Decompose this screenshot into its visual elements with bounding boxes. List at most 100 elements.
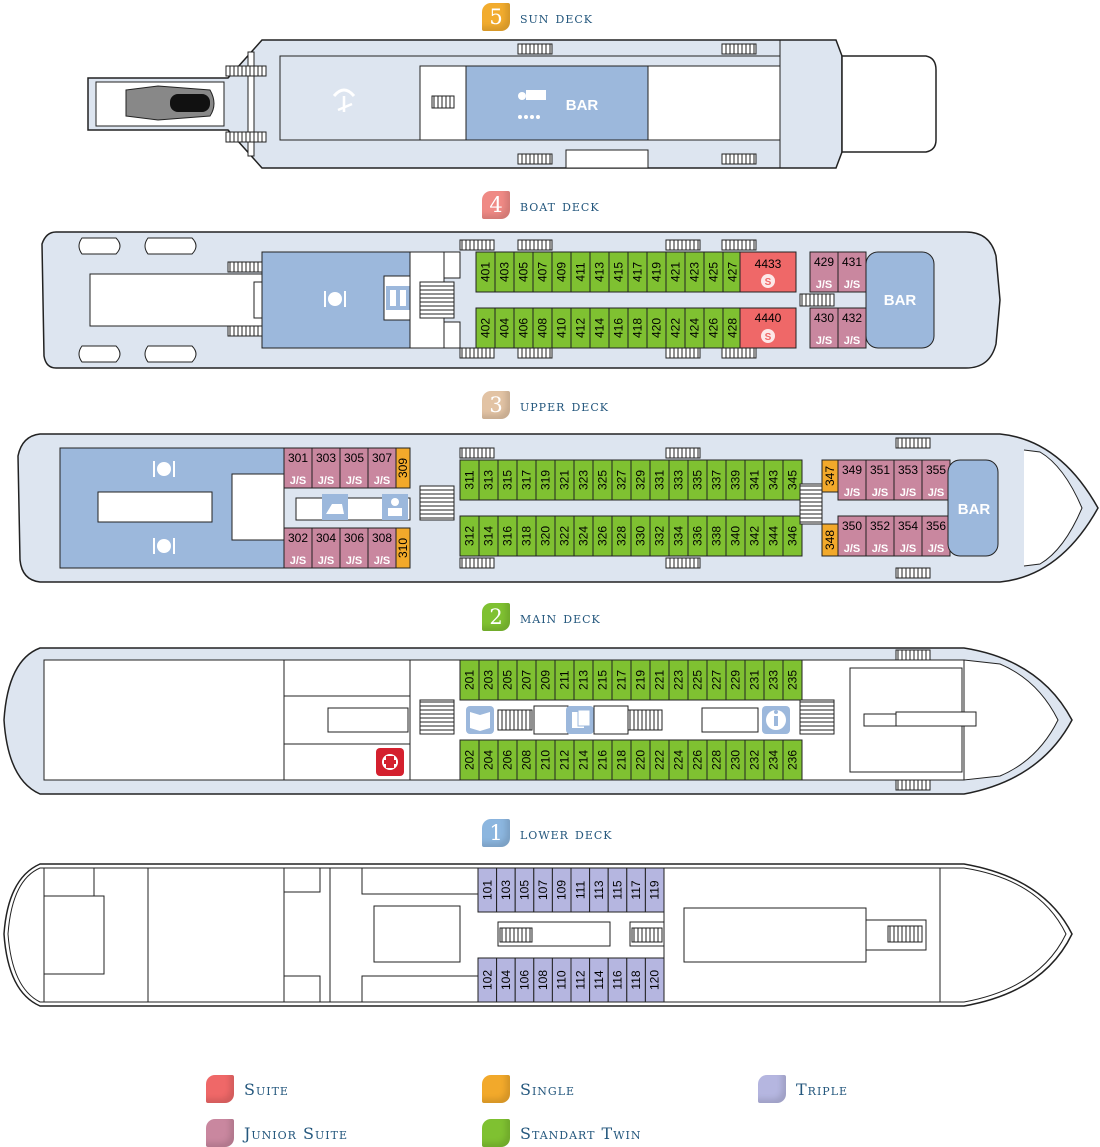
cabin-112[interactable]: 112 — [570, 957, 591, 1003]
cabin-330[interactable]: 330 — [630, 515, 651, 557]
cabin-401[interactable]: 401 — [475, 251, 496, 293]
cabin-317[interactable]: 317 — [516, 459, 537, 501]
cabin-337[interactable]: 337 — [706, 459, 727, 501]
cabin-116[interactable]: 116 — [607, 957, 628, 1003]
cabin-322[interactable]: 322 — [554, 515, 575, 557]
cabin-405[interactable]: 405 — [513, 251, 534, 293]
cabin-415[interactable]: 415 — [608, 251, 629, 293]
cabin-115[interactable]: 115 — [607, 867, 628, 913]
cabin-343[interactable]: 343 — [763, 459, 784, 501]
cabin-315[interactable]: 315 — [497, 459, 518, 501]
cabin-423[interactable]: 423 — [684, 251, 705, 293]
cabin-228[interactable]: 228 — [706, 739, 727, 781]
cabin-332[interactable]: 332 — [649, 515, 670, 557]
cabin-232[interactable]: 232 — [744, 739, 765, 781]
cabin-334[interactable]: 334 — [668, 515, 689, 557]
cabin-212[interactable]: 212 — [554, 739, 575, 781]
cabin-117[interactable]: 117 — [626, 867, 646, 913]
cabin-234[interactable]: 234 — [763, 739, 784, 781]
cabin-109[interactable]: 109 — [551, 867, 572, 913]
cabin-427[interactable]: 427 — [722, 251, 743, 293]
cabin-201[interactable]: 201 — [459, 659, 480, 701]
cabin-213[interactable]: 213 — [573, 659, 594, 701]
cabin-412[interactable]: 412 — [570, 307, 591, 349]
cabin-220[interactable]: 220 — [630, 739, 651, 781]
cabin-335[interactable]: 335 — [687, 459, 708, 501]
cabin-342[interactable]: 342 — [744, 515, 765, 557]
cabin-333[interactable]: 333 — [668, 459, 689, 501]
cabin-312[interactable]: 312 — [459, 515, 480, 557]
cabin-110[interactable]: 110 — [551, 957, 572, 1003]
cabin-113[interactable]: 113 — [589, 867, 609, 913]
cabin-229[interactable]: 229 — [725, 659, 746, 701]
cabin-402[interactable]: 402 — [475, 307, 496, 349]
cabin-406[interactable]: 406 — [513, 307, 534, 349]
cabin-341[interactable]: 341 — [744, 459, 765, 501]
cabin-314[interactable]: 314 — [478, 515, 499, 557]
cabin-104[interactable]: 104 — [496, 957, 516, 1003]
cabin-101[interactable]: 101 — [477, 867, 498, 913]
cabin-339[interactable]: 339 — [725, 459, 746, 501]
cabin-204[interactable]: 204 — [478, 739, 499, 781]
cabin-410[interactable]: 410 — [551, 307, 572, 349]
cabin-209[interactable]: 209 — [535, 659, 556, 701]
cabin-345[interactable]: 345 — [782, 459, 803, 501]
cabin-328[interactable]: 328 — [611, 515, 632, 557]
cabin-417[interactable]: 417 — [627, 251, 648, 293]
cabin-419[interactable]: 419 — [646, 251, 667, 293]
cabin-428[interactable]: 428 — [722, 307, 743, 349]
cabin-411[interactable]: 411 — [570, 251, 591, 293]
cabin-119[interactable]: 119 — [644, 867, 665, 913]
cabin-203[interactable]: 203 — [478, 659, 499, 701]
cabin-336[interactable]: 336 — [687, 515, 708, 557]
cabin-214[interactable]: 214 — [573, 739, 594, 781]
cabin-310[interactable]: 310 — [395, 527, 411, 569]
cabin-118[interactable]: 118 — [626, 957, 646, 1003]
cabin-233[interactable]: 233 — [763, 659, 784, 701]
cabin-320[interactable]: 320 — [535, 515, 556, 557]
cabin-321[interactable]: 321 — [554, 459, 575, 501]
cabin-348[interactable]: 348 — [821, 523, 839, 557]
cabin-211[interactable]: 211 — [554, 659, 575, 701]
cabin-326[interactable]: 326 — [592, 515, 613, 557]
cabin-205[interactable]: 205 — [497, 659, 518, 701]
cabin-219[interactable]: 219 — [630, 659, 651, 701]
cabin-103[interactable]: 103 — [496, 867, 516, 913]
cabin-325[interactable]: 325 — [592, 459, 613, 501]
cabin-313[interactable]: 313 — [478, 459, 499, 501]
cabin-222[interactable]: 222 — [649, 739, 670, 781]
cabin-425[interactable]: 425 — [703, 251, 724, 293]
cabin-102[interactable]: 102 — [477, 957, 498, 1003]
cabin-318[interactable]: 318 — [516, 515, 537, 557]
cabin-207[interactable]: 207 — [516, 659, 537, 701]
cabin-426[interactable]: 426 — [703, 307, 724, 349]
cabin-408[interactable]: 408 — [532, 307, 553, 349]
cabin-215[interactable]: 215 — [592, 659, 613, 701]
cabin-344[interactable]: 344 — [763, 515, 784, 557]
cabin-416[interactable]: 416 — [608, 307, 629, 349]
cabin-114[interactable]: 114 — [589, 957, 609, 1003]
cabin-206[interactable]: 206 — [497, 739, 518, 781]
cabin-323[interactable]: 323 — [573, 459, 594, 501]
cabin-311[interactable]: 311 — [459, 459, 480, 501]
cabin-236[interactable]: 236 — [782, 739, 803, 781]
cabin-413[interactable]: 413 — [589, 251, 610, 293]
cabin-331[interactable]: 331 — [649, 459, 670, 501]
cabin-202[interactable]: 202 — [459, 739, 480, 781]
cabin-404[interactable]: 404 — [494, 307, 515, 349]
cabin-210[interactable]: 210 — [535, 739, 556, 781]
